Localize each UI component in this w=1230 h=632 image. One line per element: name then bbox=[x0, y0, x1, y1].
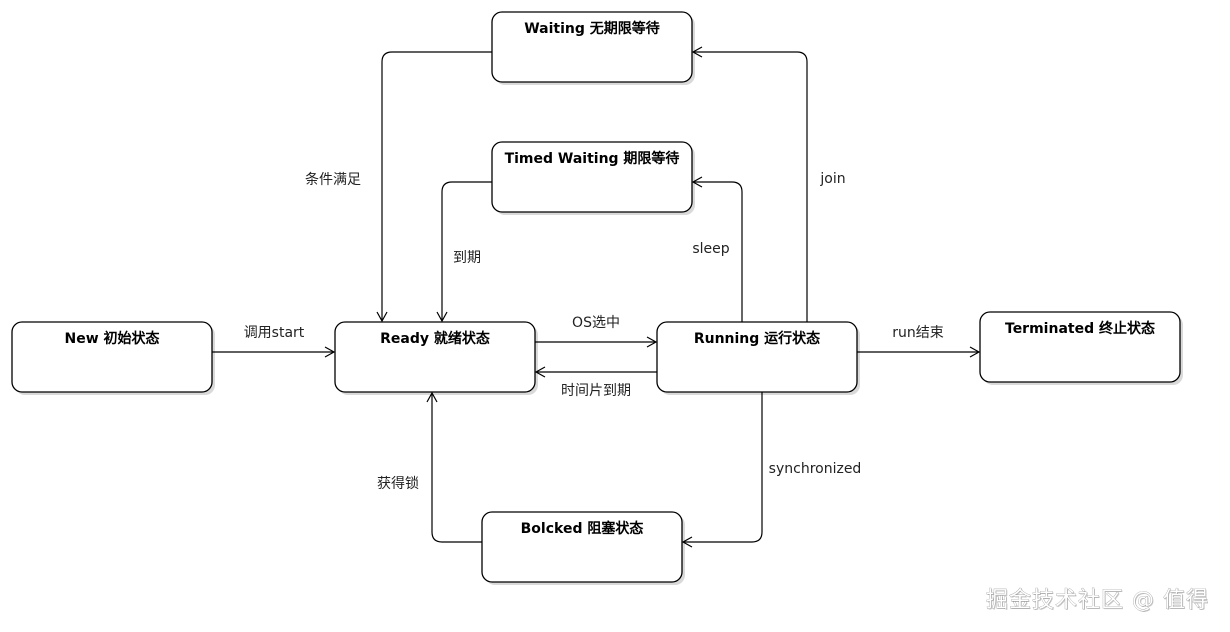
edge-running-to-waiting-label: join bbox=[819, 171, 845, 187]
node-terminated[interactable]: Terminated 终止状态 bbox=[979, 311, 1183, 385]
edge-running-to-terminated: run结束 bbox=[857, 325, 981, 358]
edge-ready-to-running-label: OS选中 bbox=[572, 315, 620, 331]
edge-running-to-waiting: join bbox=[691, 46, 846, 322]
edge-blocked-to-ready-label: 获得锁 bbox=[377, 475, 419, 492]
edge-timed-waiting-to-ready-label: 到期 bbox=[453, 250, 481, 266]
edge-new-to-ready-label: 调用start bbox=[244, 325, 305, 341]
node-timed-waiting[interactable]: Timed Waiting 期限等待 bbox=[491, 141, 695, 215]
watermark-shadow-text: 掘金技术社区 @ 值得 bbox=[987, 589, 1210, 614]
arrow-head-icon bbox=[436, 311, 448, 323]
arrow-head-icon bbox=[646, 336, 658, 348]
arrow-head-icon bbox=[691, 176, 703, 188]
node-blocked-label: Bolcked 阻塞状态 bbox=[521, 520, 644, 537]
edge-running-to-blocked-label: synchronized bbox=[769, 461, 862, 477]
edge-timed-waiting-to-ready: 到期 bbox=[436, 181, 492, 323]
edge-running-to-terminated-label: run结束 bbox=[892, 325, 944, 341]
arrow-head-icon bbox=[969, 346, 981, 358]
node-ready[interactable]: Ready 就绪状态 bbox=[334, 321, 538, 395]
arrow-head-icon bbox=[426, 391, 438, 403]
node-ready-label: Ready 就绪状态 bbox=[380, 330, 490, 347]
node-waiting[interactable]: Waiting 无期限等待 bbox=[491, 11, 695, 85]
edge-running-to-timed-waiting-label: sleep bbox=[692, 241, 729, 257]
edge-running-to-ready-label: 时间片到期 bbox=[561, 383, 631, 399]
arrow-head-icon bbox=[534, 366, 546, 378]
arrow-head-icon bbox=[324, 346, 336, 358]
node-blocked[interactable]: Bolcked 阻塞状态 bbox=[481, 511, 685, 585]
node-timed-waiting-label: Timed Waiting 期限等待 bbox=[505, 150, 680, 167]
edge-ready-to-running: OS选中 bbox=[535, 315, 658, 348]
edge-running-to-ready: 时间片到期 bbox=[534, 366, 657, 399]
edge-waiting-to-ready-label: 条件满足 bbox=[305, 171, 361, 188]
node-new[interactable]: New 初始状态 bbox=[11, 321, 215, 395]
node-running[interactable]: Running 运行状态 bbox=[656, 321, 860, 395]
node-waiting-label: Waiting 无期限等待 bbox=[524, 20, 660, 37]
node-new-label: New 初始状态 bbox=[64, 330, 159, 347]
edge-waiting-to-ready: 条件满足 bbox=[305, 51, 492, 323]
arrow-head-icon bbox=[691, 46, 703, 58]
edge-blocked-to-ready: 获得锁 bbox=[377, 391, 482, 543]
watermark: 掘金技术社区 @ 值得 掘金技术社区 @ 值得 bbox=[986, 588, 1210, 614]
node-running-label: Running 运行状态 bbox=[694, 330, 820, 347]
edge-running-to-timed-waiting: sleep bbox=[691, 176, 743, 322]
arrow-head-icon bbox=[376, 311, 388, 323]
edge-running-to-blocked: synchronized bbox=[681, 392, 862, 548]
node-terminated-label: Terminated 终止状态 bbox=[1005, 320, 1155, 337]
edge-new-to-ready: 调用start bbox=[212, 325, 336, 358]
watermark-text: 掘金技术社区 @ 值得 bbox=[986, 588, 1209, 613]
arrow-head-icon bbox=[681, 536, 693, 548]
